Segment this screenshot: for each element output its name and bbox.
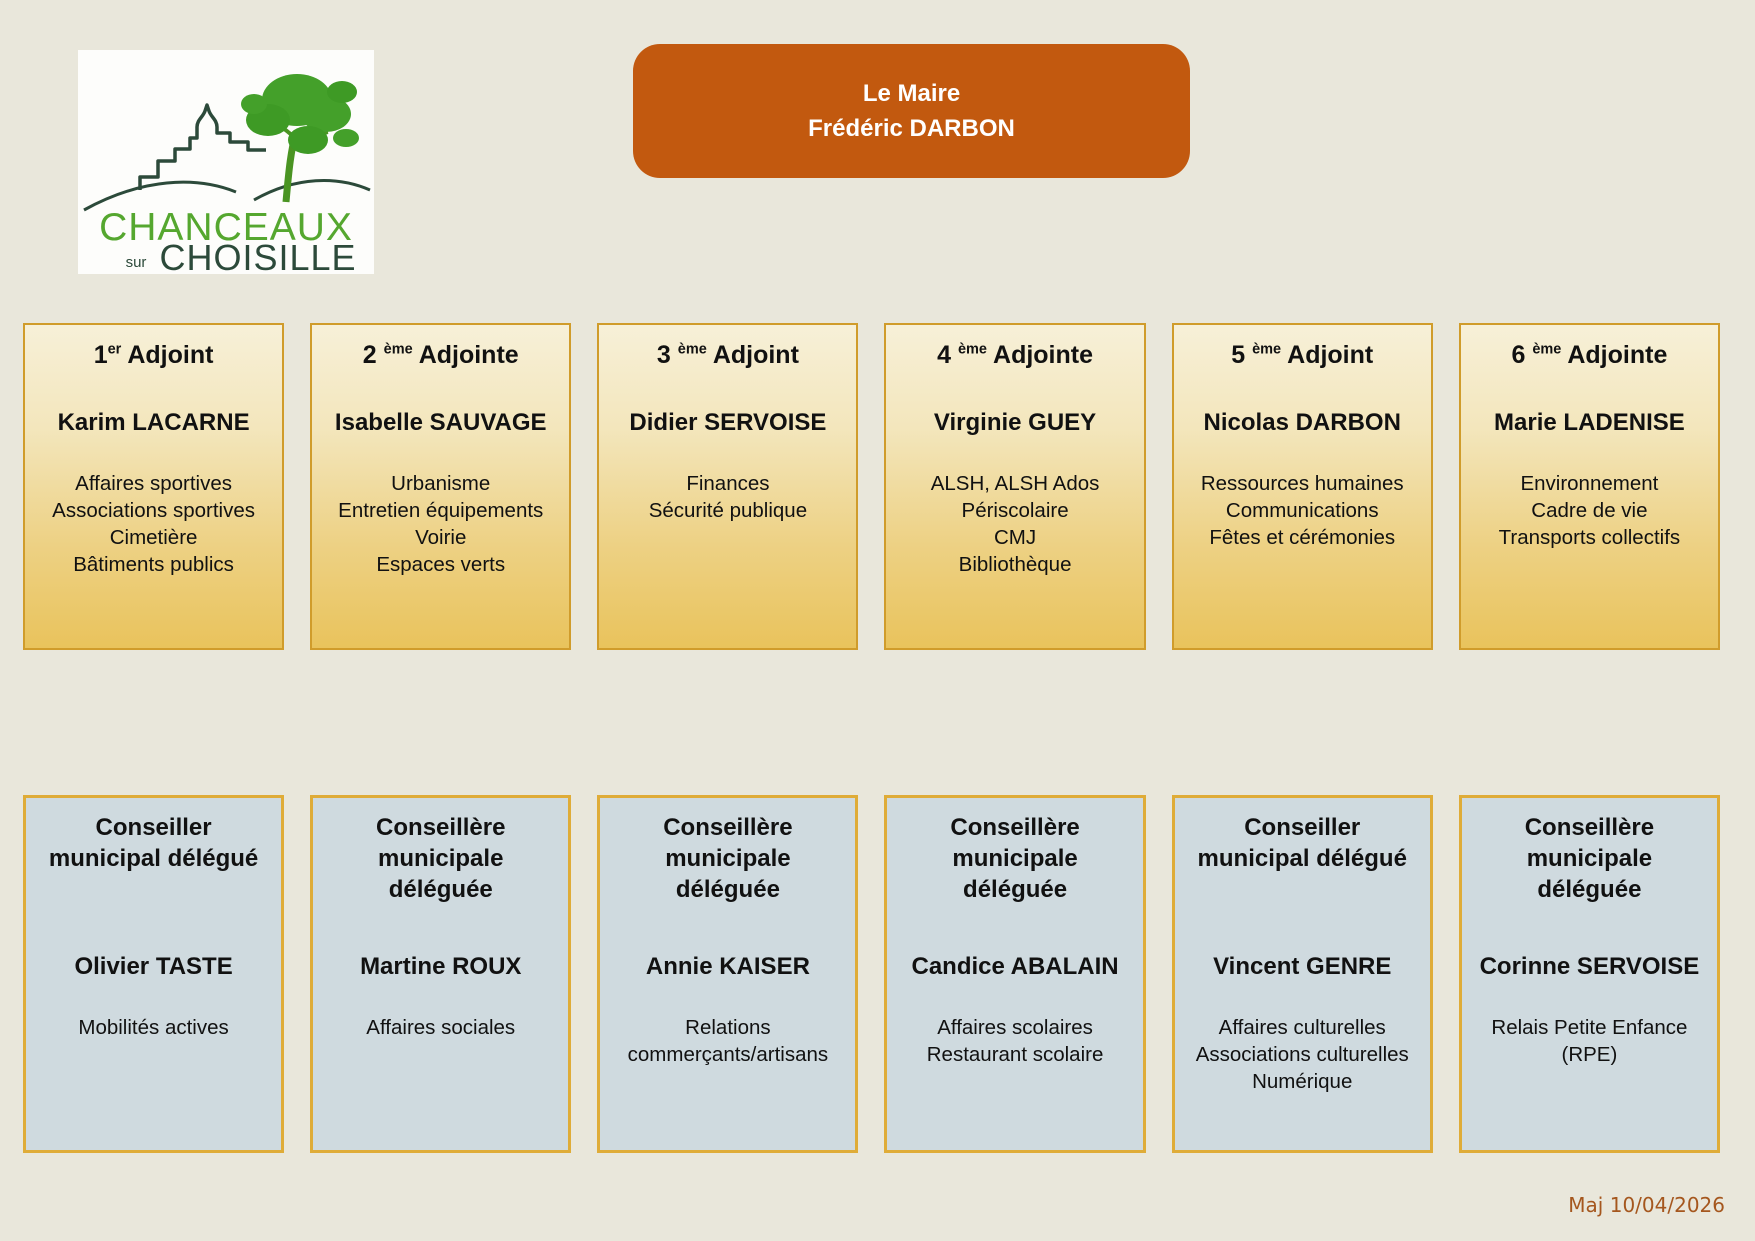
last-updated-label: Maj 10/04/2026: [1568, 1193, 1725, 1217]
adjoints-row: 1er Adjoint Karim LACARNE Affaires sport…: [23, 323, 1720, 650]
adjoint-title: 2 ème Adjointe: [312, 338, 569, 372]
logo-commune-name: CHANCEAUX: [99, 206, 353, 249]
adjoint-rank: 4: [937, 341, 958, 369]
adjoint-rank: 1: [93, 341, 108, 369]
conseiller-title: Conseiller municipal délégué: [48, 814, 259, 872]
adjoint-rank: 2: [362, 341, 384, 369]
conseiller-box-2: Conseillère municipale déléguée Martine …: [310, 795, 572, 1153]
conseiller-duties: Relations commerçants/artisans: [627, 1016, 829, 1066]
hill-line-left-icon: [83, 180, 237, 212]
conseiller-name: Annie KAISER: [645, 953, 810, 980]
conseiller-name: Candice ABALAIN: [911, 953, 1119, 980]
conseiller-box-3: Conseillère municipale déléguée Annie KA…: [597, 795, 859, 1153]
adjoint-rank-ordinal: ème: [677, 341, 707, 358]
adjoint-name: Karim LACARNE: [57, 409, 250, 436]
adjoint-duties: Finances Sécurité publique: [648, 472, 808, 522]
conseillers-row: Conseiller municipal délégué Olivier TAS…: [23, 795, 1720, 1153]
adjoint-duties: Ressources humaines Communications Fêtes…: [1200, 472, 1404, 549]
conseiller-duties: Affaires culturelles Associations cultur…: [1195, 1016, 1409, 1093]
adjoint-name: Virginie GUEY: [933, 409, 1097, 436]
conseiller-duties: Mobilités actives: [78, 1016, 229, 1039]
conseiller-title: Conseillère municipale déléguée: [663, 814, 793, 903]
adjoint-rank-ordinal: er: [107, 341, 122, 358]
adjoint-duties: Urbanisme Entretien équipements Voirie E…: [338, 472, 544, 576]
adjoint-title: 4 ème Adjointe: [886, 338, 1143, 372]
adjoint-role: Adjoint: [121, 341, 214, 369]
conseiller-box-4: Conseillère municipale déléguée Candice …: [884, 795, 1146, 1153]
adjoint-name: Didier SERVOISE: [629, 409, 827, 436]
adjoint-name: Marie LADENISE: [1494, 409, 1685, 436]
conseiller-title: Conseillère municipale déléguée: [950, 814, 1080, 903]
conseiller-box-6: Conseillère municipale déléguée Corinne …: [1458, 795, 1720, 1153]
conseiller-name: Corinne SERVOISE: [1479, 953, 1700, 980]
conseiller-name: Vincent GENRE: [1213, 953, 1392, 980]
conseiller-box-1: Conseiller municipal délégué Olivier TAS…: [23, 795, 285, 1153]
adjoint-role: Adjoint: [706, 341, 799, 369]
conseiller-title: Conseillère municipale déléguée: [1524, 814, 1655, 903]
mayor-box: Le Maire Frédéric DARBON: [633, 44, 1190, 178]
adjoint-duties: ALSH, ALSH Ados Périscolaire CMJ Bibliot…: [930, 472, 1100, 576]
adjoint-rank: 3: [656, 341, 678, 369]
conseiller-duties: Affaires sociales: [366, 1016, 516, 1039]
commune-logo: CHANCEAUX sur CHOISILLE: [78, 50, 374, 274]
adjoint-box-5: 5 ème Adjoint Nicolas DARBON Ressources …: [1171, 323, 1433, 650]
adjoint-title: 3 ème Adjoint: [599, 338, 856, 372]
adjoint-rank-ordinal: ème: [383, 341, 413, 358]
village-silhouette-icon: [138, 103, 266, 190]
adjoint-rank-ordinal: ème: [1252, 341, 1282, 358]
tree-icon: [241, 74, 359, 203]
conseiller-duties: Affaires scolaires Restaurant scolaire: [926, 1016, 1104, 1066]
adjoint-rank-ordinal: ème: [957, 341, 987, 358]
adjoint-duties: Affaires sportives Associations sportive…: [52, 472, 255, 576]
adjoint-rank: 6: [1511, 341, 1533, 369]
logo-commune-suffix: CHOISILLE: [159, 237, 356, 274]
adjoint-name: Nicolas DARBON: [1203, 409, 1401, 436]
conseiller-title: Conseillère municipale déléguée: [376, 814, 506, 903]
conseiller-name: Olivier TASTE: [74, 953, 233, 980]
adjoint-title: 1er Adjoint: [25, 338, 282, 372]
adjoint-role: Adjointe: [412, 341, 519, 369]
mayor-title: Le Maire: [862, 79, 961, 107]
commune-logo-image: CHANCEAUX sur CHOISILLE: [78, 50, 374, 274]
adjoint-duties: Environnement Cadre de vie Transports co…: [1498, 472, 1681, 549]
adjoint-rank-ordinal: ème: [1532, 341, 1562, 358]
conseiller-name: Martine ROUX: [360, 953, 522, 980]
adjoint-rank: 5: [1231, 341, 1253, 369]
adjoint-name: Isabelle SAUVAGE: [334, 409, 547, 436]
conseiller-duties: Relais Petite Enfance (RPE): [1491, 1016, 1688, 1066]
logo-commune-prefix: sur: [126, 254, 147, 271]
adjoint-title: 6 ème Adjointe: [1461, 338, 1718, 372]
adjoint-box-4: 4 ème Adjointe Virginie GUEY ALSH, ALSH …: [884, 323, 1146, 650]
adjoint-role: Adjoint: [1281, 341, 1374, 369]
adjoint-box-1: 1er Adjoint Karim LACARNE Affaires sport…: [23, 323, 285, 650]
adjoint-box-6: 6 ème Adjointe Marie LADENISE Environnem…: [1458, 323, 1720, 650]
conseiller-title: Conseiller municipal délégué: [1197, 814, 1407, 872]
conseiller-box-5: Conseiller municipal délégué Vincent GEN…: [1171, 795, 1433, 1153]
mayor-name: Frédéric DARBON: [808, 114, 1015, 142]
adjoint-role: Adjointe: [1561, 341, 1668, 369]
adjoint-title: 5 ème Adjoint: [1174, 338, 1431, 372]
adjoint-box-3: 3 ème Adjoint Didier SERVOISE Finances S…: [597, 323, 859, 650]
adjoint-role: Adjointe: [987, 341, 1094, 369]
hill-line-right-icon: [253, 179, 371, 202]
adjoint-box-2: 2 ème Adjointe Isabelle SAUVAGE Urbanism…: [310, 323, 572, 650]
